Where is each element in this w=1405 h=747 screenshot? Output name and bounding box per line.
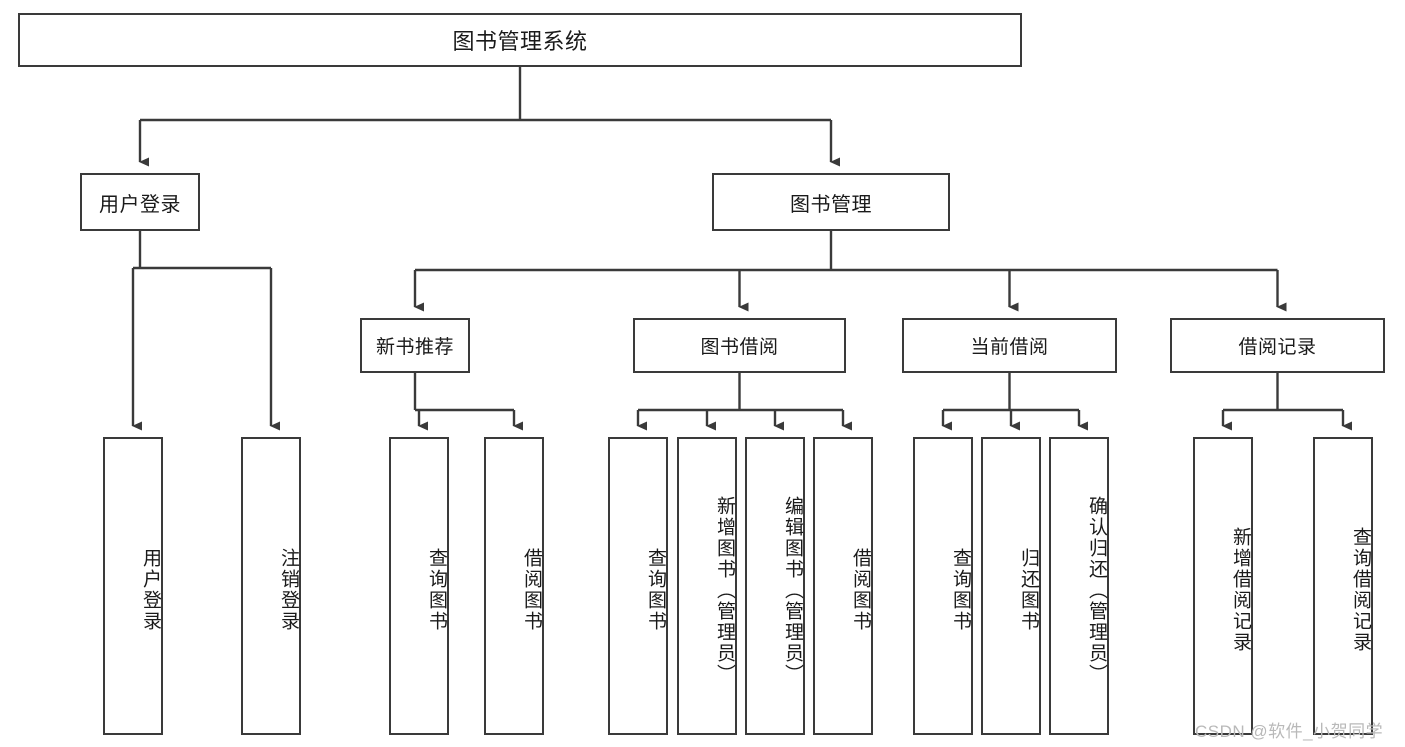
node-leaf-查询图书[interactable]: 查询图书: [608, 437, 668, 735]
node-level2-图书管理[interactable]: 图书管理: [712, 173, 950, 231]
node-leaf-查询图书[interactable]: 查询图书: [913, 437, 973, 735]
node-label: 归还图书: [1018, 548, 1039, 632]
node-leaf-查询借阅记录[interactable]: 查询借阅记录: [1313, 437, 1373, 735]
node-leaf-注销登录[interactable]: 注销登录: [241, 437, 301, 735]
node-label: 借阅图书: [850, 548, 871, 632]
node-level3-借阅记录[interactable]: 借阅记录: [1170, 318, 1385, 373]
node-level3-新书推荐[interactable]: 新书推荐: [360, 318, 470, 373]
node-label: 图书管理系统: [452, 29, 588, 54]
node-leaf-新增图书管理员[interactable]: 新增图书（管理员）: [677, 437, 737, 735]
node-leaf-查询图书[interactable]: 查询图书: [389, 437, 449, 735]
node-leaf-归还图书[interactable]: 归还图书: [981, 437, 1041, 735]
node-label: 借阅记录: [1238, 337, 1317, 358]
node-label: 新书推荐: [375, 337, 454, 358]
node-root-图书管理系统[interactable]: 图书管理系统: [18, 13, 1022, 67]
node-leaf-借阅图书[interactable]: 借阅图书: [813, 437, 873, 735]
node-label: 当前借阅: [970, 337, 1049, 358]
node-label: 查询图书: [950, 548, 971, 632]
node-label: 新增图书（管理员）: [714, 495, 735, 685]
node-label: 图书管理: [790, 193, 872, 216]
node-leaf-编辑图书管理员[interactable]: 编辑图书（管理员）: [745, 437, 805, 735]
node-level3-当前借阅[interactable]: 当前借阅: [902, 318, 1117, 373]
node-label: 用户登录: [99, 193, 181, 216]
node-label: 查询借阅记录: [1350, 527, 1371, 653]
node-label: 编辑图书（管理员）: [782, 495, 803, 685]
node-level3-图书借阅[interactable]: 图书借阅: [633, 318, 846, 373]
node-label: 图书借阅: [700, 337, 779, 358]
node-label: 用户登录: [140, 548, 161, 632]
node-label: 注销登录: [278, 548, 299, 632]
node-level2-用户登录[interactable]: 用户登录: [80, 173, 200, 231]
node-leaf-确认归还管理员[interactable]: 确认归还（管理员）: [1049, 437, 1109, 735]
node-label: 借阅图书: [521, 548, 542, 632]
node-label: 查询图书: [645, 548, 666, 632]
node-label: 新增借阅记录: [1230, 527, 1251, 653]
node-label: 查询图书: [426, 548, 447, 632]
node-label: 确认归还（管理员）: [1086, 495, 1107, 685]
node-leaf-借阅图书[interactable]: 借阅图书: [484, 437, 544, 735]
node-leaf-新增借阅记录[interactable]: 新增借阅记录: [1193, 437, 1253, 735]
node-leaf-用户登录[interactable]: 用户登录: [103, 437, 163, 735]
